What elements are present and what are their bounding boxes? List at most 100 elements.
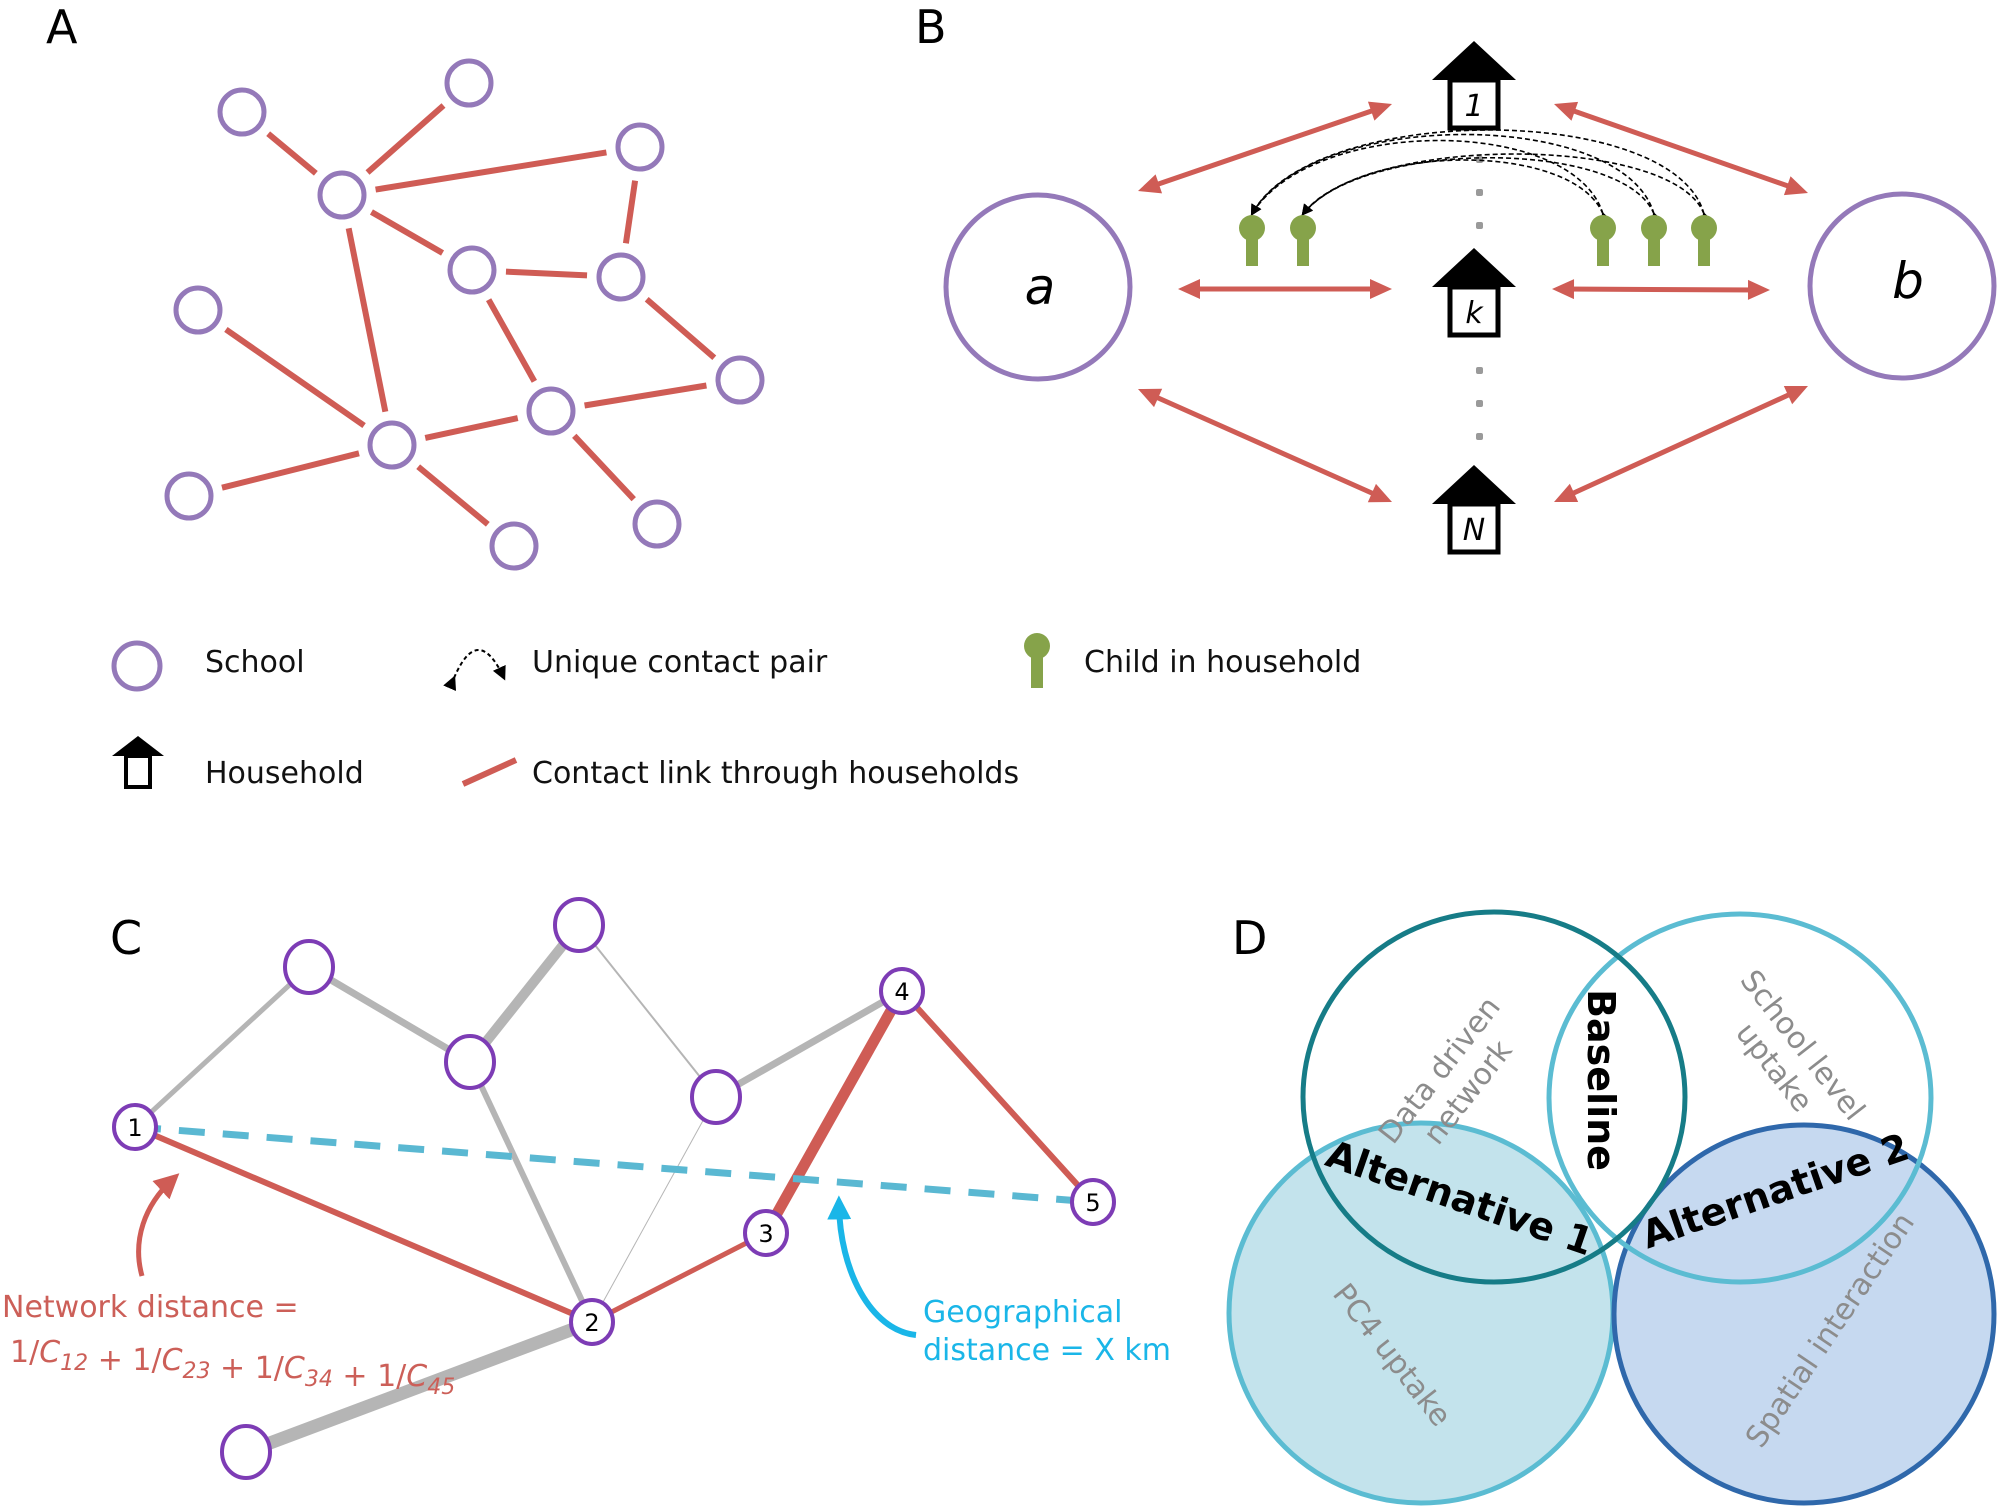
household-box (1447, 77, 1501, 131)
contact-link (416, 464, 490, 527)
arrowhead-icon (1783, 386, 1808, 405)
ellipsis-dot (1476, 433, 1483, 440)
contact-link (369, 209, 445, 256)
contact-link (622, 180, 639, 244)
shortest-path-edge (914, 1005, 1081, 1188)
contact-link (365, 103, 446, 175)
school-node-circle (743, 1209, 789, 1257)
ellipsis-dot (1476, 189, 1483, 196)
contact-link-arrow (1563, 286, 1759, 293)
ellipsis-dot (1476, 400, 1483, 407)
contact-link-arrow (1563, 388, 1799, 500)
ellipsis-dot (1476, 156, 1483, 163)
ellipsis-dot (1476, 222, 1483, 229)
formula-variable: C (162, 1343, 183, 1378)
school-node-circle (112, 1103, 158, 1151)
arrowhead-icon (1367, 101, 1392, 121)
panel-d-venn-scenarios: Data driven network School level uptake … (1226, 909, 1997, 1506)
unique-contact-arc (1250, 139, 1611, 225)
formula-variable: C (284, 1351, 305, 1386)
venn-data-driven-network-circle (1300, 909, 1688, 1285)
unique-contact-arc (1250, 129, 1712, 225)
school-node (526, 386, 576, 436)
contact-link (486, 298, 537, 383)
panel-b-children (1239, 215, 1717, 266)
school-node (596, 252, 646, 302)
household-label: N (1463, 513, 1485, 548)
network-edge (326, 975, 453, 1054)
arrowhead-icon (1552, 279, 1575, 300)
school-icon (111, 640, 163, 692)
unique-contact-pair-icon (443, 649, 506, 692)
arrowhead-icon (1138, 388, 1163, 408)
school-node (690, 1069, 742, 1125)
child-icon (1691, 215, 1717, 266)
legend-item-child: Child in household (1024, 633, 1361, 688)
school-node (367, 420, 417, 470)
legend-school-label: School (205, 645, 305, 680)
panel-b-unique-contact-arcs (1250, 129, 1713, 225)
contact-link (224, 326, 366, 429)
shortest-path-edge (771, 1007, 897, 1217)
unique-contact-arc (1301, 157, 1663, 225)
network-distance-formula: 1/C12 + 1/C23 + 1/C34 + 1/C45 (10, 1335, 455, 1400)
panel-a-nodes (164, 58, 765, 571)
network-edge (602, 1116, 706, 1303)
panel-letter-d: D (1232, 911, 1267, 965)
contact-link (266, 131, 318, 176)
ellipsis-dot (1476, 367, 1483, 374)
household-1: 1 (1432, 41, 1516, 131)
contact-link (644, 296, 717, 361)
network-edge (733, 998, 885, 1090)
school-node (632, 499, 682, 549)
legend-item-school: School (111, 640, 305, 692)
node-number: 4 (894, 978, 909, 1006)
school-node-circle (444, 1034, 496, 1090)
contact-link (584, 382, 707, 409)
household-N: N (1432, 465, 1516, 555)
arrowhead-icon (1178, 279, 1200, 299)
household-roof-icon (1432, 41, 1516, 80)
geographical-distance-label-line1: Geographical (923, 1295, 1122, 1330)
panel-letter-c: C (110, 911, 142, 965)
geographical-distance-label-line2: distance = X km (923, 1333, 1171, 1368)
shortest-path-edge (610, 1240, 748, 1315)
child-icon (1590, 215, 1616, 266)
network-edge (479, 939, 570, 1048)
contact-link (505, 268, 588, 279)
contact-link (424, 415, 519, 441)
network-edge (591, 941, 704, 1081)
unique-contact-arc (1301, 153, 1713, 225)
venn-school-level-uptake-circle (1546, 911, 1934, 1285)
shortest-path-edge (154, 1132, 573, 1317)
contact-link-arrow (1148, 105, 1382, 190)
child-icon (1641, 215, 1667, 266)
school-node-2: 2 (569, 1298, 615, 1346)
household-label: 1 (1464, 89, 1483, 124)
formula-subscript: 45 (427, 1375, 455, 1400)
school-node-circle (220, 1424, 272, 1480)
panel-a-school-network (164, 58, 765, 571)
household-box (1447, 501, 1501, 555)
svg-text:Baseline: Baseline (1579, 989, 1623, 1171)
child-icon (1239, 215, 1265, 266)
node-number: 2 (584, 1309, 599, 1337)
legend-unique-contact-pair-label: Unique contact pair (532, 645, 828, 680)
formula-subscript: 34 (305, 1367, 333, 1392)
school-node-1: 1 (112, 1103, 158, 1151)
arrowhead-icon (1747, 279, 1770, 300)
school-node-circle (553, 897, 605, 953)
panel-b-households: 1kN (1432, 41, 1516, 555)
child-icon (1024, 633, 1050, 688)
formula-prefix: + 1/ (211, 1351, 285, 1386)
school-node (444, 58, 494, 108)
legend-household-label: Household (205, 756, 364, 791)
household-roof-icon (1432, 248, 1516, 287)
formula-subscript: 12 (60, 1351, 88, 1376)
school-b-circle (1807, 191, 1997, 381)
venn-spatial-interaction-circle (1611, 1122, 1997, 1506)
contact-link-arrow (1147, 391, 1383, 500)
